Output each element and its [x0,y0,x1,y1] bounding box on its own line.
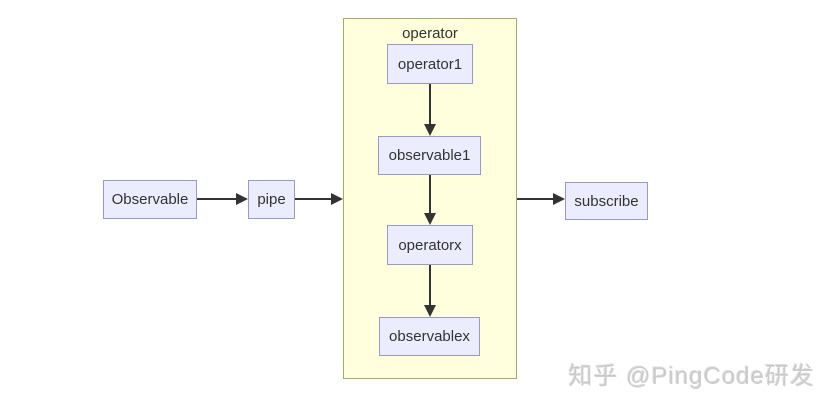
arrow-line [429,175,431,214]
arrow-line [295,198,332,200]
operator-subgraph-label: operator [402,25,458,42]
arrowhead-down-icon [424,213,436,225]
arrowhead-right-icon [236,193,248,205]
arrow-line [429,84,431,125]
node-observable: Observable [103,180,197,219]
arrow-line [197,198,237,200]
node-operatorx-label: operatorx [398,236,462,254]
node-pipe: pipe [248,180,295,219]
node-observable1-label: observable1 [388,147,471,164]
node-pipe-label: pipe [257,191,286,208]
node-operator1-label: operator1 [397,55,463,73]
arrow-line [517,198,554,200]
arrowhead-down-icon [424,124,436,136]
node-observablex-label: observablex [389,328,470,345]
arrowhead-right-icon [553,193,565,205]
node-observable1: observable1 [378,136,481,175]
arrow-line [429,265,431,306]
node-subscribe-label: subscribe [574,192,639,210]
node-operator1: operator1 [387,44,473,84]
arrowhead-right-icon [331,193,343,205]
node-observablex: observablex [379,317,480,356]
node-observable-label: Observable [111,191,189,208]
node-subscribe: subscribe [565,182,648,220]
zhihu-watermark: 知乎 @PingCode研发 [568,363,815,390]
node-operatorx: operatorx [387,225,473,265]
arrowhead-down-icon [424,305,436,317]
